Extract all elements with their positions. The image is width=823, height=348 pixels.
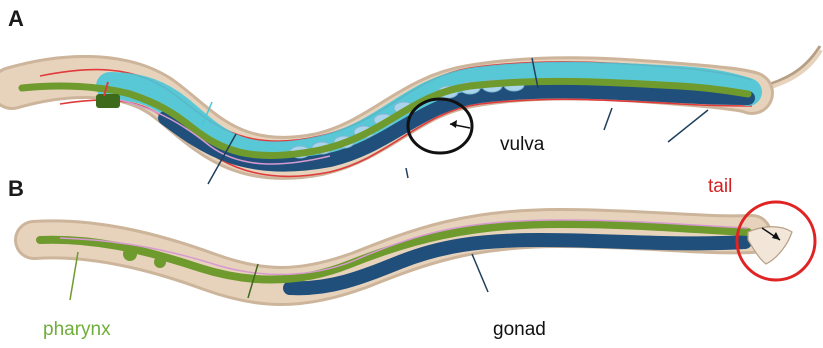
tail-label: tail bbox=[708, 176, 732, 198]
worm-b-pharynx-bulb-2 bbox=[154, 256, 166, 268]
worm-a-pointer-dark-3 bbox=[604, 108, 612, 130]
vulva-label: vulva bbox=[500, 134, 544, 156]
vulva-arrowhead bbox=[450, 120, 457, 128]
worm-b-pointer-gonad bbox=[472, 254, 488, 292]
panel-a-letter: A bbox=[8, 6, 24, 32]
gonad-label: gonad bbox=[493, 319, 546, 341]
worm-b bbox=[34, 202, 815, 300]
worm-a-pharynx-bulb bbox=[96, 94, 120, 108]
worm-b-tail-tip bbox=[748, 227, 792, 264]
worm-a bbox=[12, 46, 821, 184]
worm-a-pointer-dark-4 bbox=[668, 110, 708, 142]
panel-b-letter: B bbox=[8, 176, 24, 202]
worm-b-pharynx-bulb-1 bbox=[123, 247, 137, 261]
pharynx-label: pharynx bbox=[43, 319, 111, 341]
worm-a-pointer-dark-5 bbox=[406, 168, 408, 178]
